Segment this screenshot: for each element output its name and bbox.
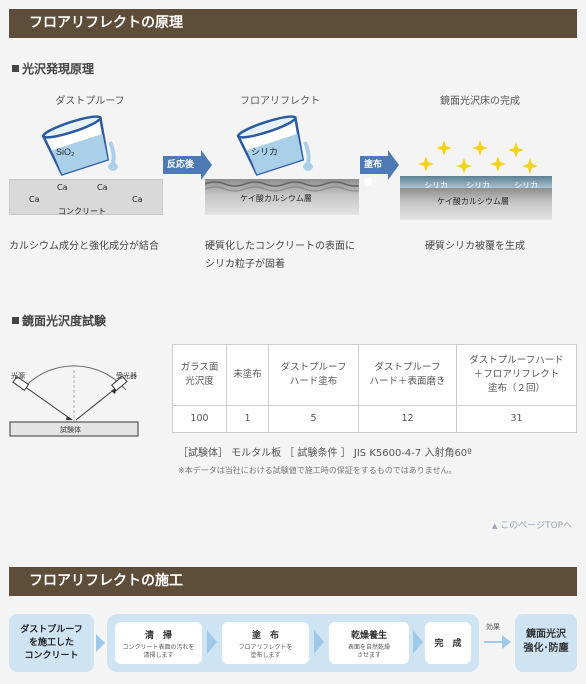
table-header-glass: ガラス面光沢度	[172, 344, 227, 406]
silica-label-1: シリカ	[424, 181, 448, 190]
calcium-silicate-label: ケイ酸カルシウム層	[240, 194, 312, 203]
step-cleaning: 清 掃 コンクリート表面の汚れを清掃します	[115, 622, 202, 664]
up-triangle-icon: ▲	[492, 522, 498, 530]
step-arrow-icon	[314, 630, 324, 654]
bucket-pour-illustration-1: SiO₂	[41, 115, 118, 176]
step-drying: 乾燥養生 表面を自然乾燥させます	[329, 622, 409, 664]
bucket-pour-illustration-2: シリカ	[236, 115, 313, 176]
finished-slab	[400, 188, 552, 220]
silica-coating-layer	[400, 176, 552, 188]
specimen-label: 試験体	[60, 425, 81, 434]
ion-ca-1: Ca	[57, 183, 68, 192]
construction-header: フロアリフレクトの施工	[9, 567, 577, 596]
table-cell: 5	[268, 405, 359, 433]
table-cell: 12	[358, 405, 457, 433]
footnote: ※本データは当社における試験値で施工時の保証をするものではありません。	[178, 466, 457, 475]
table-header-dustproof-hard: ダストプルーフハード塗布	[268, 344, 359, 406]
table-cell: 100	[172, 405, 227, 433]
result-text: 鏡面光沢 強化･防塵	[523, 629, 569, 654]
caption-floorreflect-1: 硬質化したコンクリートの表面に	[205, 241, 355, 252]
table-header-floorreflect: ダストプルーフハード＋フロアリフレクト塗布（２回）	[456, 344, 577, 406]
step-complete: 完 成	[425, 622, 471, 664]
start-box: ダストプルーフ を施工した コンクリート	[9, 614, 94, 672]
test-conditions: ［試験体］ モルタル板 ［ 試験条件 ］ JIS K5600-4-7 入射角60…	[178, 448, 472, 459]
light-source-label: 光源	[11, 371, 25, 380]
gloss-results-table: ガラス面光沢度 未塗布 ダストプルーフハード塗布 ダストプルーフハード＋表面磨き…	[172, 344, 577, 433]
apply-arrow: 塗布後	[360, 156, 388, 188]
table-header-dustproof-polish: ダストプルーフハード＋表面磨き	[358, 344, 457, 406]
effect-arrow-head	[502, 635, 511, 649]
silica-label-3: シリカ	[514, 181, 538, 190]
square-bullet-icon	[12, 65, 19, 72]
effect-label: 効果	[486, 623, 500, 631]
effect-arrow-line	[484, 641, 504, 643]
ion-ca-4: Ca	[132, 195, 143, 204]
bucket-label: SiO₂	[56, 147, 75, 157]
stage-label-floorreflect: フロアリフレクト	[240, 96, 320, 107]
gloss-test-subtitle: 鏡面光沢度試験	[12, 312, 106, 329]
wavy-layer-lines	[205, 181, 359, 192]
stage-label-finished: 鏡面光沢床の完成	[440, 96, 520, 107]
bucket-label: シリカ	[251, 147, 278, 157]
caption-finished: 硬質シリカ被覆を生成	[425, 241, 525, 252]
concrete-label: コンクリート	[58, 207, 106, 216]
caption-floorreflect-2: シリカ粒子が固着	[205, 259, 285, 270]
finished-slab-label: ケイ酸カルシウム層	[437, 197, 509, 206]
stage-label-dustproof: ダストプルーフ	[55, 96, 125, 107]
page-top-link[interactable]: ▲ このページTOPへ	[492, 521, 573, 531]
table-header-uncoated: 未塗布	[226, 344, 269, 406]
sparkle-icons	[418, 140, 538, 174]
concrete-slab	[9, 179, 163, 215]
table-cell: 1	[226, 405, 269, 433]
reaction-arrow: 反応後	[163, 156, 201, 174]
ion-ca-2: Ca	[97, 183, 108, 192]
silica-label-2: シリカ	[466, 181, 490, 190]
receiver-label: 受光器	[116, 371, 137, 380]
principle-subtitle: 光沢発現原理	[12, 60, 94, 77]
apply-arrow-head	[388, 150, 399, 180]
table-cell: 31	[456, 405, 577, 433]
result-box	[515, 614, 577, 672]
step-arrow-icon	[413, 630, 423, 654]
principle-header: フロアリフレクトの原理	[9, 9, 577, 38]
step-arrow-icon	[207, 630, 217, 654]
caption-dustproof: カルシウム成分と強化成分が結合	[9, 241, 159, 252]
step-coating: 塗 布 フロアリフレクトを塗布します	[222, 622, 309, 664]
gloss-test-diagram: 光源 受光器 試験体	[9, 365, 139, 437]
square-bullet-icon	[12, 317, 19, 324]
start-arrow	[96, 634, 105, 652]
ion-ca-3: Ca	[29, 195, 40, 204]
reaction-arrow-head	[201, 150, 212, 180]
